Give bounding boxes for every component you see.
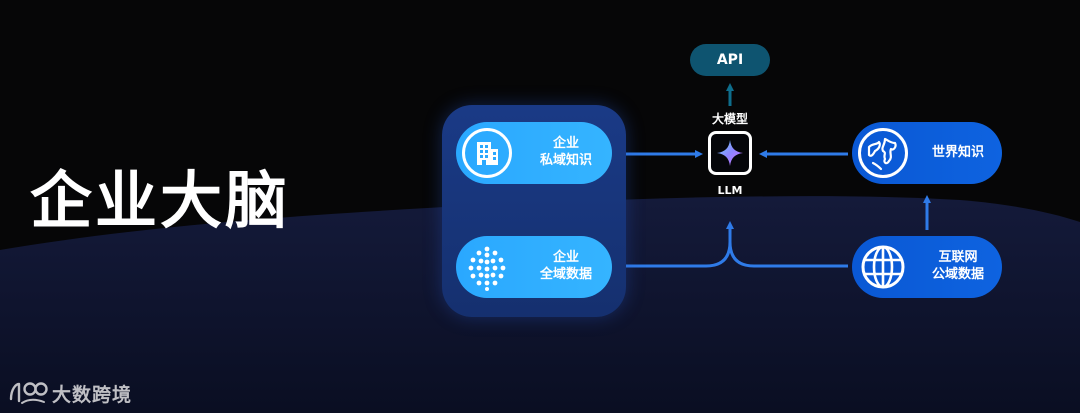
enterprise-data-label: 企业 全域数据 bbox=[528, 249, 604, 283]
enterprise-data-node: 企业 全域数据 bbox=[456, 236, 612, 298]
building-icon-circle bbox=[462, 128, 512, 178]
llm-label: LLM bbox=[717, 184, 743, 197]
arrow-internet-data-to-llm bbox=[728, 241, 848, 268]
brand-logo-text: 大数跨境 bbox=[52, 383, 133, 406]
data-dots-icon bbox=[468, 246, 506, 291]
brand-logo: 大数跨境 bbox=[8, 378, 132, 408]
internet-data-line1: 互联网 bbox=[938, 250, 978, 265]
world-map-icon bbox=[867, 137, 897, 171]
globe-icon bbox=[861, 245, 905, 289]
world-knowledge-label: 世界知识 bbox=[931, 145, 984, 160]
large-model-label: 大模型 bbox=[711, 112, 748, 126]
api-node: API bbox=[690, 44, 770, 76]
internet-data-label: 互联网 公域数据 bbox=[922, 249, 994, 283]
enterprise-data-line1: 企业 bbox=[552, 250, 579, 265]
world-knowledge-node: 世界知识 bbox=[852, 122, 1002, 184]
private-knowledge-label: 企业 私域知识 bbox=[528, 135, 604, 169]
private-knowledge-node: 企业 私域知识 bbox=[456, 122, 612, 184]
internet-data-node: 互联网 公域数据 bbox=[852, 236, 1002, 298]
sparkle-icon bbox=[717, 140, 743, 166]
brand-logo-icon bbox=[9, 382, 48, 404]
llm-node bbox=[708, 131, 752, 175]
globe-icon-circle bbox=[858, 242, 908, 292]
enterprise-data-line2: 全域数据 bbox=[539, 267, 592, 282]
building-icon bbox=[477, 142, 498, 165]
private-knowledge-line1: 企业 bbox=[552, 136, 579, 151]
globe-map-icon-circle bbox=[858, 128, 908, 178]
private-knowledge-line2: 私域知识 bbox=[539, 153, 592, 168]
page-title: 企业大脑 bbox=[30, 164, 291, 237]
internet-data-line2: 公域数据 bbox=[931, 267, 984, 282]
dots-icon-circle bbox=[462, 242, 512, 292]
